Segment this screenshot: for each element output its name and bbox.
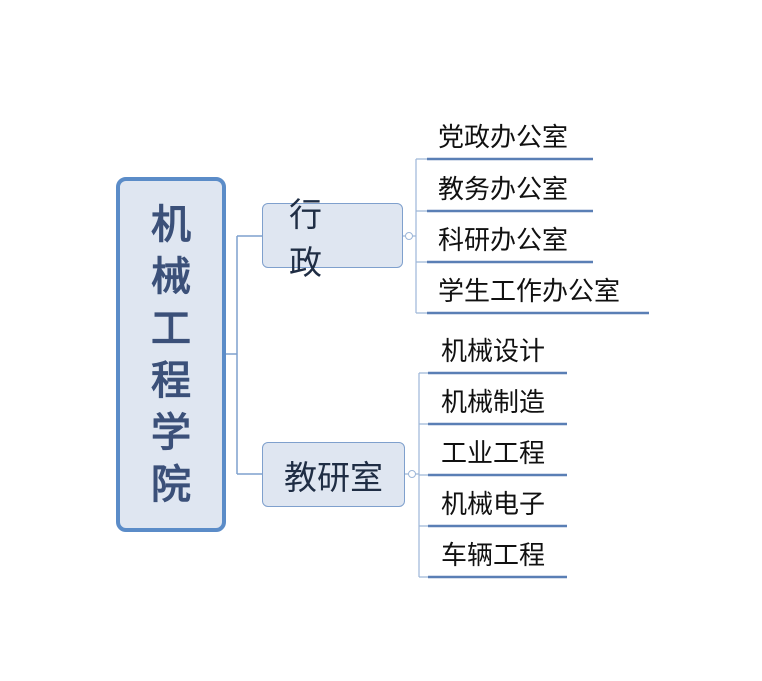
leaf-node[interactable]: 学生工作办公室 [438, 277, 621, 307]
leaf-node[interactable]: 机械设计 [441, 337, 546, 367]
leaf-node[interactable]: 车辆工程 [441, 541, 546, 571]
leaf-node[interactable]: 党政办公室 [438, 123, 569, 153]
root-label-char: 械 [151, 253, 191, 300]
leaf-node[interactable]: 科研办公室 [438, 226, 569, 256]
leaf-underlines [427, 157, 649, 579]
branch-node-admin[interactable]: 行政 [262, 195, 403, 282]
branch-node-teaching[interactable]: 教研室 [262, 442, 405, 507]
root-label-char: 机 [151, 201, 191, 248]
collapse-toggle-icon[interactable] [408, 470, 416, 478]
leaf-node[interactable]: 机械电子 [441, 490, 546, 520]
root-label-char: 学 [151, 409, 191, 456]
root-label-char: 院 [151, 461, 191, 508]
leaf-node[interactable]: 教务办公室 [438, 175, 569, 205]
root-label-char: 程 [151, 357, 191, 404]
root-node[interactable]: 机械工程学院 [116, 177, 226, 532]
root-label-char: 工 [151, 305, 191, 352]
collapse-toggle-icon[interactable] [405, 232, 413, 240]
connector-root-branches [226, 235, 262, 475]
leaf-node[interactable]: 工业工程 [441, 439, 546, 469]
leaf-node[interactable]: 机械制造 [441, 388, 546, 418]
